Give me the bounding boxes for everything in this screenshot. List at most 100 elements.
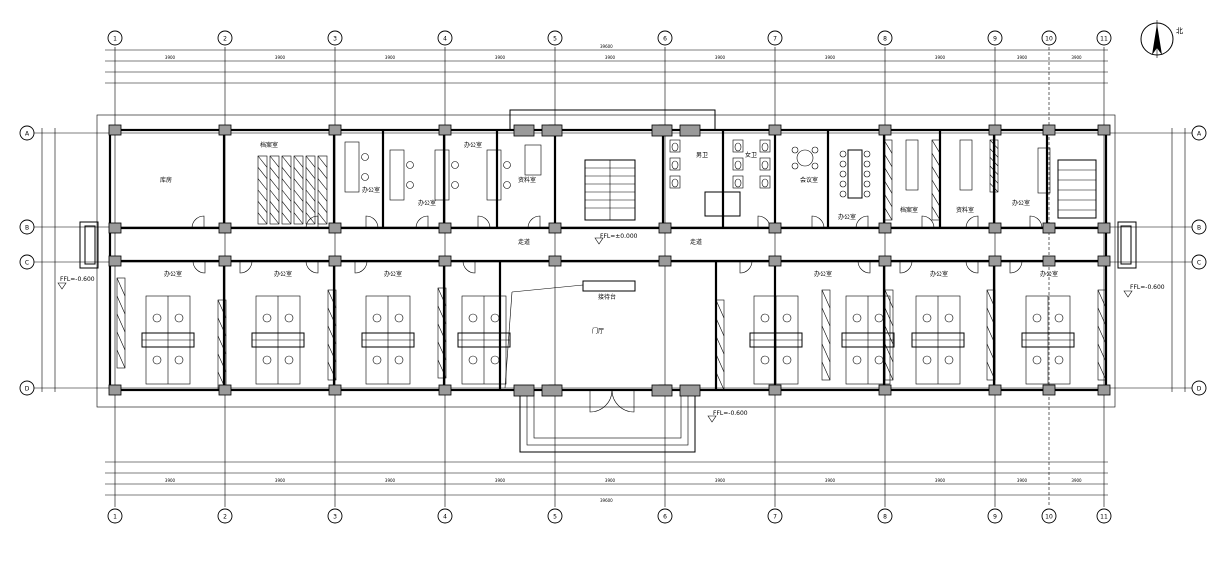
side-dimension-chains <box>41 128 1186 392</box>
bay-dimension: 3900 <box>385 478 396 483</box>
west-entrance-steps <box>79 221 99 269</box>
door-swing <box>305 215 319 229</box>
column <box>328 124 342 136</box>
reading-table <box>905 139 919 191</box>
door-swing <box>191 215 205 229</box>
axis-label: 10 <box>1045 514 1053 521</box>
door-swing <box>921 215 935 229</box>
office-desk <box>344 141 369 193</box>
axis-bubble <box>19 125 35 141</box>
axis-bubble <box>19 380 35 396</box>
column <box>328 384 342 396</box>
bay-dimension: 3900 <box>825 55 836 60</box>
workstation-cluster <box>1021 295 1075 385</box>
axis-bubble <box>107 30 123 46</box>
room-label: 办公室 <box>418 199 436 207</box>
room-label: 资料室 <box>956 206 974 214</box>
door-swing <box>354 260 368 274</box>
axis-label: 2 <box>223 36 227 43</box>
bay-dimension: 3900 <box>165 478 176 483</box>
room-label: 档案室 <box>260 141 278 149</box>
door-swing <box>857 260 871 274</box>
door-swing <box>855 215 869 229</box>
top-dimension-chain <box>105 49 1108 84</box>
column <box>679 124 701 137</box>
column <box>878 124 892 136</box>
axis-label: 5 <box>553 514 557 521</box>
axis-bubble <box>327 508 343 524</box>
column <box>878 255 892 267</box>
axis-label: 7 <box>773 36 777 43</box>
bay-dimension: 3900 <box>825 478 836 483</box>
door-swing <box>757 215 771 229</box>
room-label: 资料室 <box>518 176 536 184</box>
archive-shelf <box>257 155 328 225</box>
column <box>541 384 563 397</box>
column <box>548 222 562 234</box>
column <box>768 222 782 234</box>
filing-cabinet <box>327 289 337 381</box>
column <box>218 222 232 234</box>
workstation-cluster <box>749 295 803 385</box>
toilet-fixture <box>732 139 744 153</box>
axis-label: 7 <box>773 514 777 521</box>
column <box>1097 124 1111 136</box>
filing-cabinet <box>821 289 831 381</box>
cabinet <box>524 144 542 176</box>
level-entrance: FFL=-0.600 <box>713 410 748 417</box>
column <box>108 384 122 396</box>
column <box>438 124 452 136</box>
column <box>328 255 342 267</box>
column <box>658 222 672 234</box>
toilet-fixture <box>669 139 681 153</box>
door-swing <box>365 215 379 229</box>
bay-dimension: 3900 <box>385 55 396 60</box>
room-label: 男卫 <box>696 152 708 159</box>
column <box>1042 384 1056 396</box>
column <box>1042 222 1056 234</box>
axis-label: 1 <box>113 514 117 521</box>
axis-label: 6 <box>663 514 667 521</box>
column <box>108 124 122 136</box>
filing-cabinet <box>986 289 996 381</box>
filing-cabinet <box>715 299 725 391</box>
archive-shelf <box>989 139 999 193</box>
axis-label: D <box>25 386 30 393</box>
room-label: 档案室 <box>900 206 918 214</box>
axis-label: A <box>1197 131 1202 138</box>
bay-dimension: 3900 <box>935 55 946 60</box>
column <box>548 255 562 267</box>
axis-label: 2 <box>223 514 227 521</box>
room-label: 走道 <box>518 238 530 246</box>
axis-bubble <box>1191 254 1207 270</box>
axis-label: 10 <box>1045 36 1053 43</box>
axis-bubble <box>437 30 453 46</box>
column <box>988 384 1002 396</box>
room-label: 接待台 <box>598 293 616 301</box>
room-label: 办公室 <box>164 270 182 278</box>
room-label: 办公室 <box>1012 199 1030 207</box>
bay-dimension: 3900 <box>495 55 506 60</box>
column <box>108 255 122 267</box>
workstation-cluster <box>141 295 195 385</box>
building-plinth <box>96 114 1116 408</box>
column <box>651 124 673 137</box>
axis-label: 6 <box>663 36 667 43</box>
column <box>513 124 535 137</box>
axis-label: 11 <box>1100 36 1108 43</box>
axis-bubble <box>1041 508 1057 524</box>
bay-dimension: 3900 <box>275 55 286 60</box>
bay-dimension: 3900 <box>165 55 176 60</box>
column <box>218 124 232 136</box>
door-swing <box>1029 215 1043 229</box>
axis-bubble <box>987 508 1003 524</box>
column <box>988 222 1002 234</box>
column <box>1042 255 1056 267</box>
axis-bubble <box>657 508 673 524</box>
column <box>768 384 782 396</box>
workstation-cluster <box>457 295 511 385</box>
door-swing <box>527 215 541 229</box>
east-stair <box>1057 159 1097 219</box>
